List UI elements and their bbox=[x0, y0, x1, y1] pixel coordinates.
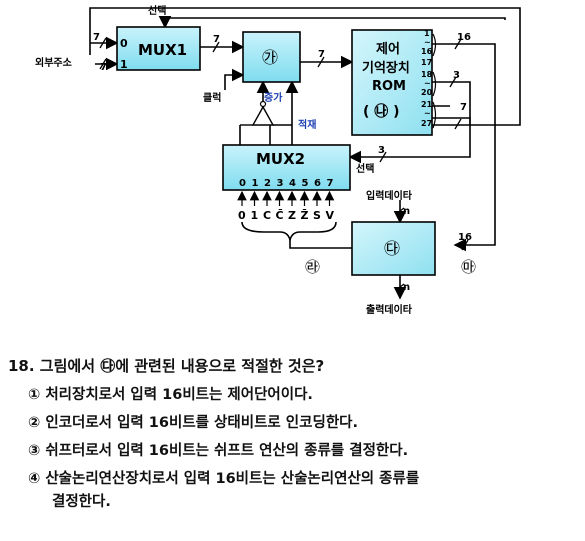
bits-mux1-in0: 7 bbox=[93, 32, 100, 43]
bits-in: n bbox=[403, 206, 410, 217]
select-mux2-label: 선택 bbox=[356, 162, 374, 175]
output-data-label: 출력데이타 bbox=[366, 303, 413, 316]
rom-range-1c: 16 bbox=[421, 47, 433, 56]
rom-line1: 제어 bbox=[376, 41, 400, 57]
bits-mux1-out: 7 bbox=[213, 34, 220, 45]
increment-label: 증가 bbox=[264, 91, 283, 104]
bits-sel: 3 bbox=[453, 70, 460, 81]
ga-block bbox=[242, 31, 301, 83]
wire-clock bbox=[224, 68, 245, 90]
mux1-in1-label: 1 bbox=[120, 58, 128, 71]
load-label: 적재 bbox=[298, 118, 316, 131]
question-stem: 18. 그림에서 ㉰에 관련된 내용으로 적절한 것은? bbox=[8, 357, 325, 375]
wire-rom-16 bbox=[432, 43, 496, 252]
diagram: MUX1 0 1 ㉮ 제어 기억장치 ROM ( ㉯ ) 1 ~ 16 17 1… bbox=[35, 4, 521, 316]
mux1-block bbox=[116, 26, 201, 71]
mux2-index-5: 5 bbox=[302, 178, 309, 189]
rom-line3: ROM bbox=[372, 79, 406, 94]
rom-line4: ( ㉯ ) bbox=[363, 103, 400, 120]
mux2-index-7: 7 bbox=[327, 178, 334, 189]
mux2-cond-7: V bbox=[326, 209, 335, 222]
mux2-cond-0: 0 bbox=[238, 209, 246, 222]
da-label: ㉰ bbox=[384, 239, 400, 258]
option-4[interactable]: ④ 산술논리연산장치로서 입력 16비트는 산술논리연산의 종류를 bbox=[28, 471, 420, 487]
da-block bbox=[351, 221, 436, 276]
status-brace bbox=[241, 221, 337, 241]
rom-range-1a: 1 bbox=[424, 29, 430, 38]
mux1-in0-label: 0 bbox=[120, 37, 128, 50]
bits-ga-out: 7 bbox=[318, 49, 325, 60]
rom-range-3a: 18 bbox=[421, 70, 433, 79]
select-top-label: 선택 bbox=[148, 4, 166, 17]
bits-out: n bbox=[403, 282, 410, 293]
mux2-index-1: 1 bbox=[252, 178, 259, 189]
bits-ext: 7 bbox=[100, 62, 107, 73]
option-1[interactable]: ① 처리장치로서 입력 16비트는 제어단어이다. bbox=[28, 387, 313, 403]
mux1-title: MUX1 bbox=[138, 41, 187, 59]
mux2-title: MUX2 bbox=[256, 150, 305, 168]
inverter-icon bbox=[251, 105, 275, 126]
rom-line2: 기억장치 bbox=[362, 60, 410, 76]
rom-range-4b: ~ bbox=[424, 109, 431, 118]
ra-label: ㉲ bbox=[461, 258, 476, 276]
bits-sel2: 3 bbox=[378, 145, 385, 156]
mux2-cond-3: C̄ bbox=[276, 209, 284, 222]
wire-top-loop bbox=[89, 7, 521, 126]
bits-da-in: 16 bbox=[458, 232, 472, 243]
mux2-cond-5: Z̄ bbox=[301, 209, 309, 222]
mux2-cond-2: C bbox=[263, 209, 271, 222]
mux2-index-4: 4 bbox=[289, 178, 296, 189]
option-4-continuation: 결정한다. bbox=[52, 494, 111, 510]
mux2-index-2: 2 bbox=[264, 178, 271, 189]
mux2-cond-4: Z bbox=[288, 209, 296, 222]
mux2-index-3: 3 bbox=[277, 178, 284, 189]
mux2-index-6: 6 bbox=[314, 178, 321, 189]
rom-range-3b: ~ bbox=[424, 79, 431, 88]
rom-range-2a: 17 bbox=[421, 58, 432, 67]
rom-range-4c: 27 bbox=[421, 119, 432, 128]
option-3[interactable]: ③ 쉬프터로서 입력 16비트는 쉬프트 연산의 종류를 결정한다. bbox=[28, 443, 409, 459]
mux2-cond-1: 1 bbox=[251, 209, 259, 222]
rom-block bbox=[351, 29, 433, 136]
bits-rom-out: 16 bbox=[457, 32, 471, 43]
wire-select-top bbox=[158, 15, 506, 29]
input-data-label: 입력데이타 bbox=[366, 189, 413, 202]
ma-label: ㉱ bbox=[305, 258, 320, 276]
external-addr-label: 외부주소 bbox=[35, 57, 72, 69]
clock-label: 클럭 bbox=[203, 92, 221, 104]
option-2[interactable]: ② 인코더로서 입력 16비트를 상태비트로 인코딩한다. bbox=[28, 415, 359, 431]
rom-range-4a: 21 bbox=[421, 100, 433, 109]
wire-status-bus bbox=[289, 238, 352, 249]
bits-addr: 7 bbox=[460, 102, 467, 113]
ga-label: ㉮ bbox=[262, 48, 278, 67]
mux2-block bbox=[222, 144, 351, 191]
rom-range-3c: 20 bbox=[421, 88, 433, 97]
rom-range-1b: ~ bbox=[424, 38, 431, 47]
mux2-index-0: 0 bbox=[239, 178, 246, 189]
mux2-cond-6: S bbox=[313, 209, 321, 222]
